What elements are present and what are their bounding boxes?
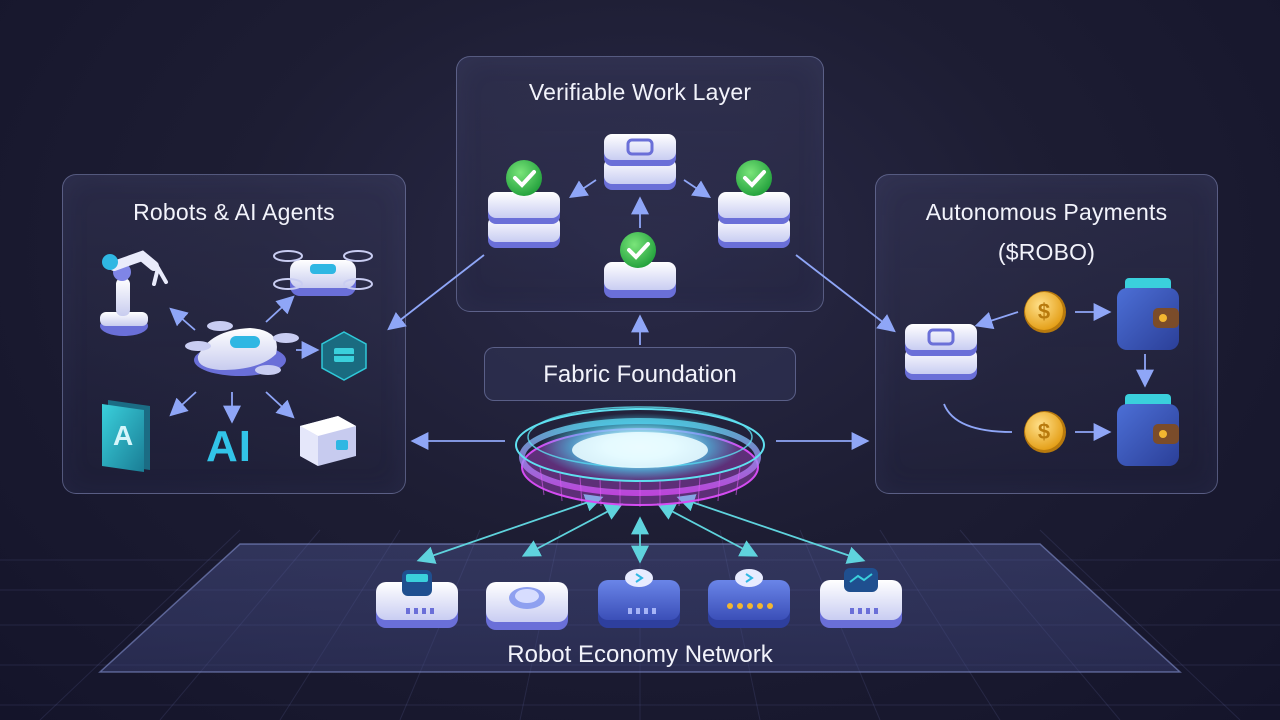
robot-arm-icon xyxy=(100,250,168,336)
block-stack-icon xyxy=(905,324,977,380)
fabric-foundation-box: Fabric Foundation xyxy=(484,347,796,401)
block-stack-icon xyxy=(604,134,676,190)
robot-node-icon xyxy=(708,569,790,628)
device-box-icon xyxy=(300,416,356,466)
coin-icon: $ xyxy=(1024,411,1066,453)
robots-agents-title: Robots & AI Agents xyxy=(133,199,335,225)
verifiable-work-icons xyxy=(488,134,790,298)
drone-icon xyxy=(273,250,373,296)
verified-block-icon xyxy=(604,232,676,298)
ai-text-label: AI xyxy=(206,422,252,471)
robot-economy-network-label: Robot Economy Network xyxy=(507,641,773,668)
payments-title-line2: ($ROBO) xyxy=(997,239,1096,265)
wallet-icon xyxy=(1117,394,1179,466)
robot-node-icon xyxy=(598,569,680,628)
central-drone-icon xyxy=(185,321,299,376)
fabric-ring xyxy=(515,406,765,507)
payments-title-line1: Autonomous Payments xyxy=(925,199,1168,225)
verified-stack-icon xyxy=(488,160,560,248)
robot-node-icon xyxy=(820,568,902,628)
chip-icon xyxy=(321,331,367,381)
svg-text:$: $ xyxy=(1038,419,1050,444)
verified-stack-icon xyxy=(718,160,790,248)
payments-icons: $ $ xyxy=(905,278,1179,466)
ai-letter-block-label: A xyxy=(113,420,134,451)
robots-agents-icons xyxy=(100,250,373,472)
robot-node-icon xyxy=(376,570,458,628)
svg-text:$: $ xyxy=(1038,299,1050,324)
wallet-icon xyxy=(1117,278,1179,350)
robot-node-icon xyxy=(486,582,568,630)
fabric-foundation-label: Fabric Foundation xyxy=(543,361,737,388)
ai-letter-block-icon xyxy=(102,400,150,472)
verifiable-work-title: Verifiable Work Layer xyxy=(528,79,752,105)
coin-icon: $ xyxy=(1024,291,1066,333)
